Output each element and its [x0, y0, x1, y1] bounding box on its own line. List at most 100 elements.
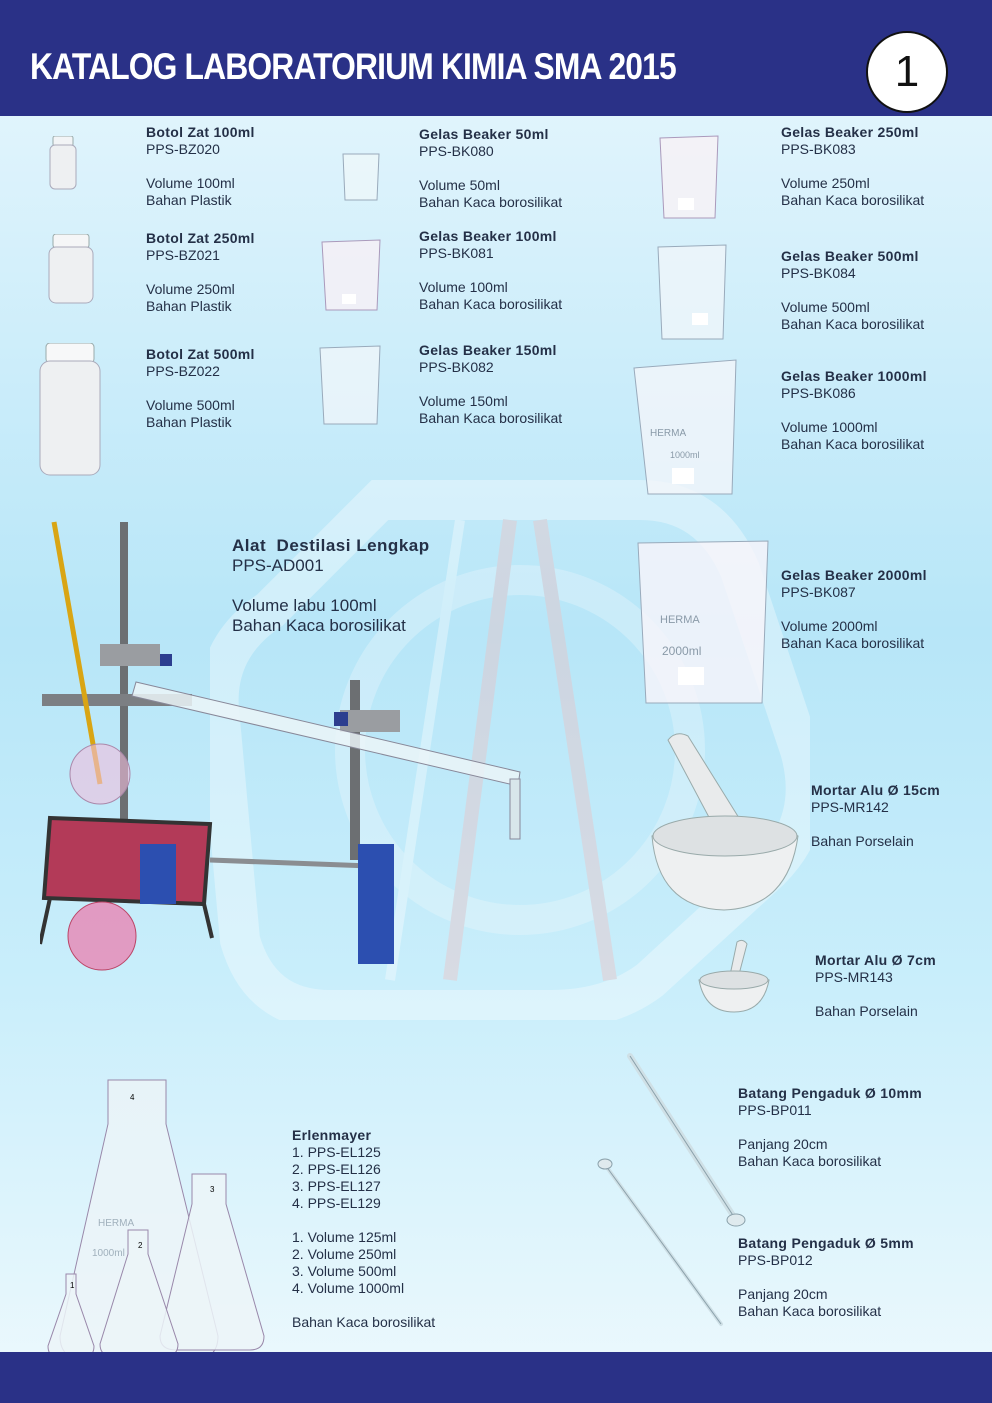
product-name: Mortar Alu Ø 15cm	[811, 782, 941, 798]
product-code: PPS-BP012	[738, 1252, 813, 1268]
product-volume: Volume 250ml	[146, 281, 235, 297]
flask-number-2: 2	[138, 1241, 143, 1250]
product-material: Bahan Kaca borosilikat	[781, 316, 925, 332]
flask-volume-mark: 1000ml	[92, 1248, 125, 1259]
footer-bar	[0, 1352, 992, 1403]
stirring-rod-5mm-image	[595, 1154, 729, 1330]
product-name: Erlenmayer	[292, 1127, 372, 1143]
mortar-7cm-image	[697, 938, 771, 1014]
flask-number-4: 4	[130, 1093, 135, 1102]
product-gelas-beaker-1000ml: Gelas Beaker 1000ml PPS-BK086 Volume 100…	[781, 368, 927, 453]
erlenmeyer-flasks-image: 4 HERMA 1000ml 3 2 1	[42, 1074, 270, 1364]
product-volume: Volume 150ml	[419, 393, 508, 409]
product-material: Bahan Kaca borosilikat	[419, 296, 563, 312]
product-botol-zat-100ml: Botol Zat 100ml PPS-BZ020 Volume 100ml B…	[146, 124, 255, 209]
product-alat-destilasi-lengkap: Alat Destilasi Lengkap PPS-AD001 Volume …	[232, 536, 430, 636]
product-volume: Volume 250ml	[781, 175, 870, 191]
product-material: Bahan Kaca borosilikat	[419, 194, 563, 210]
header-bar: KATALOG LABORATORIUM KIMIA SMA 2015	[0, 0, 992, 116]
bottle-100ml-image	[48, 136, 78, 190]
product-name: Gelas Beaker 1000ml	[781, 368, 927, 384]
product-name: Gelas Beaker 2000ml	[781, 567, 927, 583]
product-volume: Volume 500ml	[146, 397, 235, 413]
product-code: PPS-BK082	[419, 359, 494, 375]
product-material: Bahan Plastik	[146, 298, 232, 314]
product-code: PPS-BK080	[419, 143, 494, 159]
beaker-150ml-image	[318, 344, 382, 426]
product-batang-pengaduk-10mm: Batang Pengaduk Ø 10mm PPS-BP011 Panjang…	[738, 1085, 922, 1170]
stirring-rod-10mm-image	[624, 1052, 748, 1230]
flask-number-1: 1	[70, 1281, 75, 1290]
bottle-250ml-image	[47, 234, 95, 304]
product-volume: Volume 500ml	[781, 299, 870, 315]
mortar-15cm-image	[648, 726, 800, 912]
erlenmeyer-volume-2: 2. Volume 250ml	[292, 1246, 397, 1262]
product-code: PPS-BK087	[781, 584, 856, 600]
product-botol-zat-500ml: Botol Zat 500ml PPS-BZ022 Volume 500ml B…	[146, 346, 255, 431]
product-mortar-alu-15cm: Mortar Alu Ø 15cm PPS-MR142 Bahan Porsel…	[811, 782, 940, 850]
product-name: Gelas Beaker 150ml	[419, 342, 557, 358]
product-code: PPS-AD001	[232, 556, 324, 575]
product-code: PPS-BZ021	[146, 247, 220, 263]
beaker-volume-mark: 2000ml	[662, 644, 701, 658]
product-name: Alat Destilasi Lengkap	[232, 536, 430, 555]
product-gelas-beaker-100ml: Gelas Beaker 100ml PPS-BK081 Volume 100m…	[419, 228, 562, 313]
product-gelas-beaker-2000ml: Gelas Beaker 2000ml PPS-BK087 Volume 200…	[781, 567, 927, 652]
product-volume: Volume 100ml	[419, 279, 508, 295]
erlenmeyer-code-3: 3. PPS-EL127	[292, 1178, 381, 1194]
product-mortar-alu-7cm: Mortar Alu Ø 7cm PPS-MR143 Bahan Porsela…	[815, 952, 936, 1020]
product-batang-pengaduk-5mm: Batang Pengaduk Ø 5mm PPS-BP012 Panjang …	[738, 1235, 914, 1320]
flask-number-3: 3	[210, 1185, 215, 1194]
product-material: Bahan Plastik	[146, 414, 232, 430]
product-material: Bahan Kaca borosilikat	[292, 1314, 436, 1330]
product-code: PPS-BK081	[419, 245, 494, 261]
product-botol-zat-250ml: Botol Zat 250ml PPS-BZ021 Volume 250ml B…	[146, 230, 255, 315]
page-number-badge: 1	[866, 31, 948, 113]
product-gelas-beaker-50ml: Gelas Beaker 50ml PPS-BK080 Volume 50ml …	[419, 126, 562, 211]
distillation-apparatus-image	[40, 514, 540, 1000]
product-gelas-beaker-150ml: Gelas Beaker 150ml PPS-BK082 Volume 150m…	[419, 342, 562, 427]
product-material: Bahan Kaca borosilikat	[738, 1303, 882, 1319]
beaker-volume-mark: 1000ml	[670, 450, 700, 460]
product-gelas-beaker-500ml: Gelas Beaker 500ml PPS-BK084 Volume 500m…	[781, 248, 924, 333]
beaker-1000ml-image: HERMA 1000ml	[630, 356, 740, 496]
product-name: Batang Pengaduk Ø 5mm	[738, 1235, 914, 1251]
product-material: Bahan Kaca borosilikat	[781, 192, 925, 208]
product-erlenmeyer: Erlenmayer 1. PPS-EL125 2. PPS-EL126 3. …	[292, 1127, 435, 1331]
product-name: Gelas Beaker 100ml	[419, 228, 557, 244]
erlenmeyer-code-1: 1. PPS-EL125	[292, 1144, 381, 1160]
product-volume: Volume 2000ml	[781, 618, 878, 634]
product-code: PPS-BK084	[781, 265, 856, 281]
product-code: PPS-BZ020	[146, 141, 220, 157]
product-name: Batang Pengaduk Ø 10mm	[738, 1085, 922, 1101]
product-gelas-beaker-250ml: Gelas Beaker 250ml PPS-BK083 Volume 250m…	[781, 124, 924, 209]
beaker-herma-label: HERMA	[650, 428, 686, 439]
product-code: PPS-MR142	[811, 799, 889, 815]
product-material: Bahan Kaca borosilikat	[781, 436, 925, 452]
product-material: Bahan Porselain	[811, 833, 914, 849]
product-name: Gelas Beaker 500ml	[781, 248, 919, 264]
erlenmeyer-volume-1: 1. Volume 125ml	[292, 1229, 397, 1245]
product-code: PPS-MR143	[815, 969, 893, 985]
product-material: Bahan Porselain	[815, 1003, 918, 1019]
product-name: Gelas Beaker 250ml	[781, 124, 919, 140]
product-material: Bahan Plastik	[146, 192, 232, 208]
product-volume: Volume 100ml	[146, 175, 235, 191]
product-volume: Volume 1000ml	[781, 419, 878, 435]
product-volume: Volume 50ml	[419, 177, 500, 193]
product-length: Panjang 20cm	[738, 1136, 828, 1152]
product-code: PPS-BK083	[781, 141, 856, 157]
erlenmeyer-code-4: 4. PPS-EL129	[292, 1195, 381, 1211]
flask-herma-label: HERMA	[98, 1218, 134, 1229]
product-name: Gelas Beaker 50ml	[419, 126, 549, 142]
product-volume: Volume labu 100ml	[232, 596, 377, 615]
beaker-100ml-image	[320, 238, 382, 312]
beaker-2000ml-image: HERMA 2000ml	[634, 537, 770, 707]
bottle-500ml-image	[38, 343, 102, 477]
product-length: Panjang 20cm	[738, 1286, 828, 1302]
product-name: Botol Zat 500ml	[146, 346, 255, 362]
erlenmeyer-code-2: 2. PPS-EL126	[292, 1161, 381, 1177]
product-material: Bahan Kaca borosilikat	[738, 1153, 882, 1169]
beaker-500ml-image	[656, 243, 728, 341]
product-material: Bahan Kaca borosilikat	[781, 635, 925, 651]
